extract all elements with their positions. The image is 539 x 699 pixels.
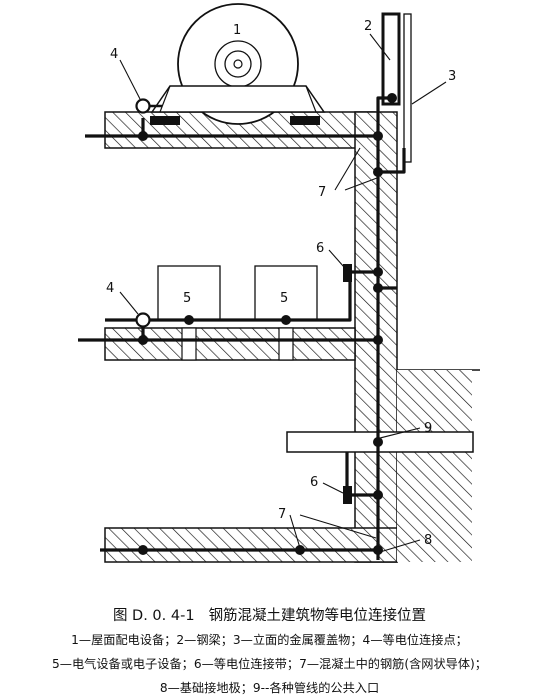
equipotential-bonding-diagram: 1 2 3 4 4 5 5 6 6 7 7 8 9 [78, 3, 480, 563]
middle-floor-slab [104, 327, 356, 361]
callout-4-floor: 4 [106, 281, 114, 296]
facade-metal-cladding [403, 13, 412, 163]
legend-line-1: 1—屋面配电设备；2—钢梁；3—立面的金属覆盖物；4—等电位连接点； [71, 633, 468, 647]
equipment-support-right [278, 327, 294, 361]
callout-3: 3 [448, 69, 456, 84]
figure-title: 钢筋混凝土建筑物等电位连接位置 [208, 608, 427, 624]
callout-4-roof: 4 [110, 47, 118, 62]
legend-line-3: 8—基础接地极；9--各种管线的公共入口 [159, 681, 380, 695]
callout-7-lower: 7 [278, 507, 286, 522]
leader-lines [119, 33, 447, 553]
callout-6-upper: 6 [316, 241, 324, 256]
steel-beam [381, 12, 401, 106]
callout-1: 1 [233, 23, 241, 38]
bonding-bar-lower [343, 486, 352, 504]
legend-line-2: 5—电气设备或电子设备；6—等电位连接带；7—混凝土中的钢筋(含网状导体)； [52, 657, 487, 671]
callout-2: 2 [364, 19, 372, 34]
callout-6-lower: 6 [310, 475, 318, 490]
figure-number: 图 D. 0. 4-1 [112, 608, 195, 624]
equipment-support-left [181, 327, 197, 361]
callout-7-upper: 7 [318, 185, 326, 200]
callout-5-right: 5 [280, 291, 288, 306]
callout-8: 8 [424, 533, 432, 548]
rebar-nodes [138, 93, 397, 555]
callout-9: 9 [424, 421, 432, 436]
earth-ground [397, 369, 480, 562]
figure-caption: 图 D. 0. 4-1 钢筋混凝土建筑物等电位连接位置 [0, 604, 539, 625]
callout-5-left: 5 [183, 291, 191, 306]
foundation-slab [104, 527, 398, 563]
bonding-bar-upper [343, 264, 352, 282]
roof-electrical-equipment [150, 3, 326, 125]
